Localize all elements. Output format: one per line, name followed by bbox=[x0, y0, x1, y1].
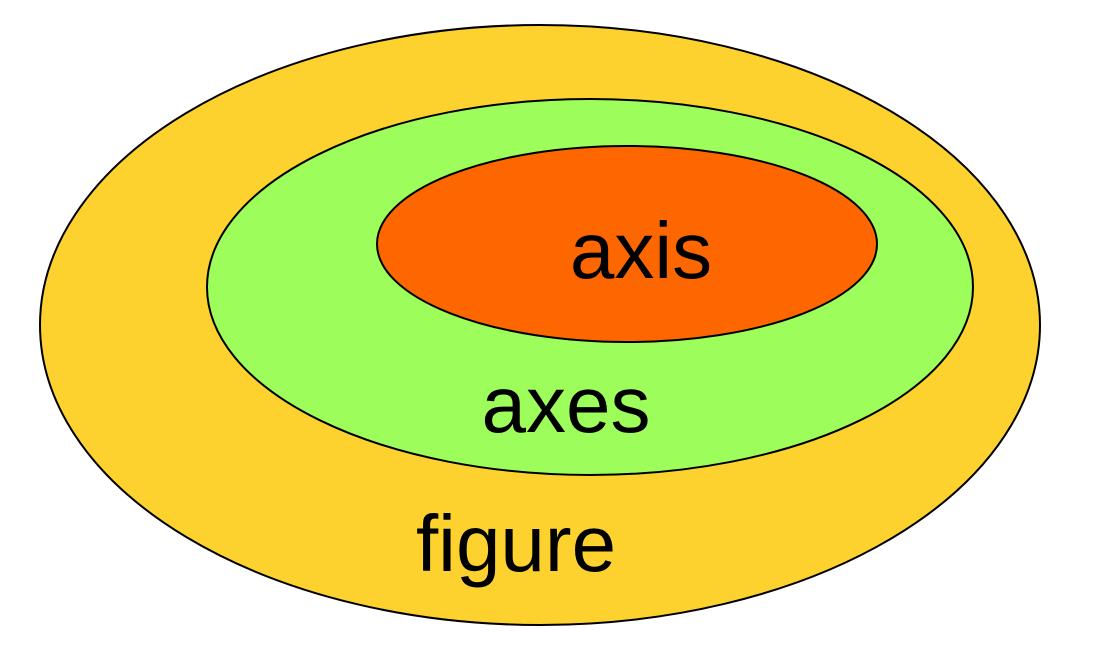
figure-label: figure bbox=[416, 499, 616, 588]
axis-ellipse bbox=[376, 145, 878, 343]
axis-label: axis bbox=[570, 206, 712, 295]
axes-label: axes bbox=[482, 360, 651, 449]
